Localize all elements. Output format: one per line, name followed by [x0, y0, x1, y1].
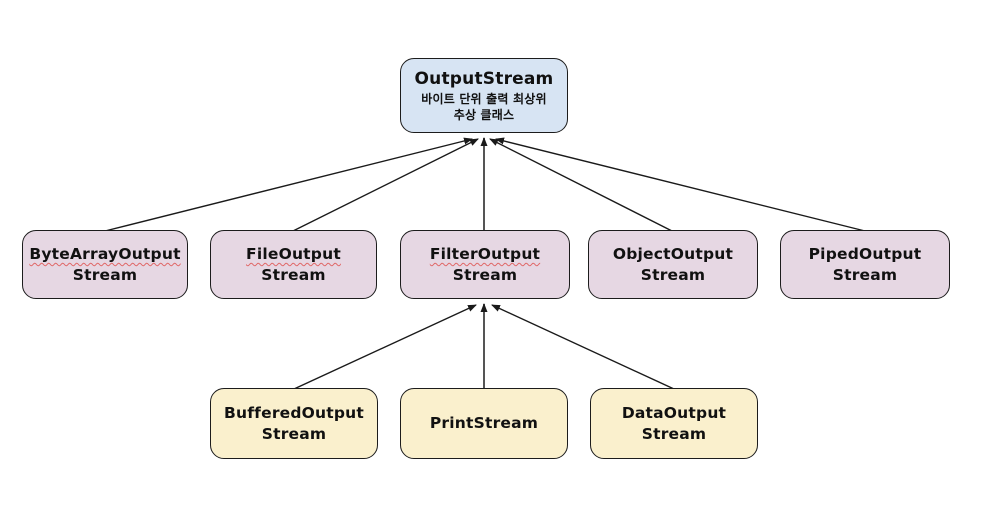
- node-label-line1: BufferedOutput: [223, 404, 365, 423]
- node-label-line2: Stream: [72, 265, 138, 284]
- edge-dataoutputstream-to-filteroutputstream: [491, 304, 675, 390]
- node-label-line2: Stream: [261, 424, 327, 443]
- node-objectoutputstream: ObjectOutput Stream: [588, 230, 758, 299]
- node-label-line1: ByteArrayOutput: [29, 245, 181, 264]
- node-outputstream-desc-line1: 바이트 단위 출력 최상위: [421, 91, 547, 106]
- node-dataoutputstream: DataOutput Stream: [590, 388, 758, 459]
- node-label-line2: Stream: [452, 265, 518, 284]
- node-label-line2: Stream: [641, 424, 707, 443]
- edge-bufferedoutputstream-to-filteroutputstream: [293, 304, 477, 390]
- edge-pipedoutputstream-to-outputstream: [495, 137, 866, 232]
- node-label-line2: Stream: [640, 265, 706, 284]
- node-label-line1: FilterOutput: [429, 245, 541, 264]
- node-outputstream-desc-line2: 추상 클래스: [453, 107, 515, 122]
- edge-fileoutputstream-to-outputstream: [292, 138, 479, 232]
- node-label-line1: PrintStream: [429, 414, 539, 433]
- node-label-line1: DataOutput: [621, 404, 727, 423]
- node-bufferedoutputstream: BufferedOutput Stream: [210, 388, 378, 459]
- node-pipedoutputstream: PipedOutput Stream: [780, 230, 950, 299]
- edge-bytearrayoutputstream-to-outputstream: [104, 137, 473, 232]
- node-label-line2: Stream: [261, 265, 326, 284]
- node-fileoutputstream: FileOutput Stream: [210, 230, 377, 299]
- node-outputstream-title: OutputStream: [414, 69, 554, 90]
- node-bytearrayoutputstream: ByteArrayOutput Stream: [22, 230, 188, 299]
- node-outputstream: OutputStream 바이트 단위 출력 최상위 추상 클래스: [400, 58, 568, 133]
- edge-objectoutputstream-to-outputstream: [489, 138, 673, 232]
- node-label-line2: Stream: [832, 265, 898, 284]
- node-label-line1: ObjectOutput: [612, 245, 734, 264]
- node-filteroutputstream: FilterOutput Stream: [400, 230, 570, 299]
- node-printstream: PrintStream: [400, 388, 568, 459]
- node-label-line1: PipedOutput: [808, 245, 922, 264]
- node-label-line1: FileOutput: [246, 245, 341, 264]
